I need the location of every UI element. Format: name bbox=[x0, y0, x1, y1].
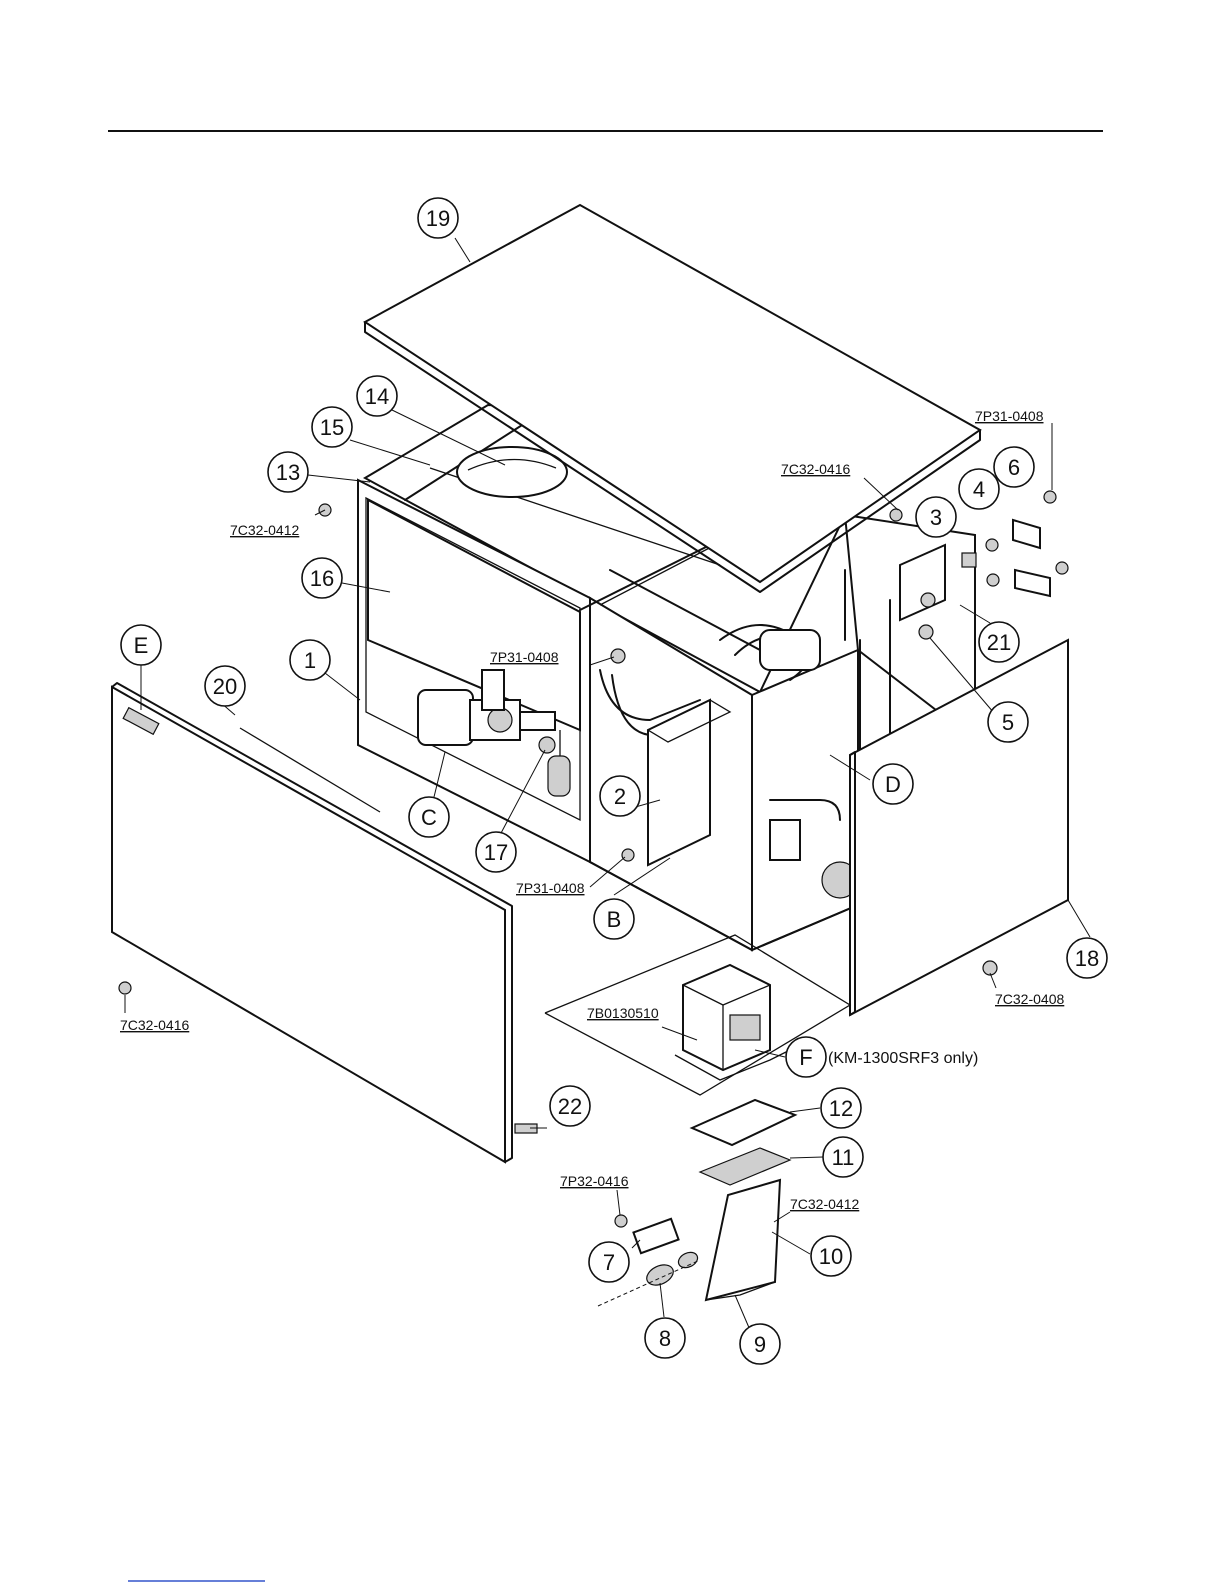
callout-11: 11 bbox=[823, 1137, 863, 1177]
code-7p31-0408-top-right: 7P31-0408 bbox=[975, 408, 1044, 424]
callout-10: 10 bbox=[811, 1236, 851, 1276]
callout-c: C bbox=[409, 797, 449, 837]
callout-17: 17 bbox=[476, 832, 516, 872]
svg-text:17: 17 bbox=[484, 840, 508, 865]
callout-8: 8 bbox=[645, 1318, 685, 1358]
svg-text:11: 11 bbox=[832, 1145, 855, 1170]
code-7b0130510: 7B0130510 bbox=[587, 1005, 659, 1021]
svg-text:18: 18 bbox=[1075, 946, 1099, 971]
svg-text:3: 3 bbox=[930, 505, 942, 530]
callout-f: F bbox=[786, 1037, 826, 1077]
svg-text:16: 16 bbox=[310, 566, 334, 591]
callout-d: D bbox=[873, 764, 913, 804]
callout-14: 14 bbox=[357, 376, 397, 416]
svg-text:9: 9 bbox=[754, 1332, 766, 1357]
code-7c32-0408-right: 7C32-0408 bbox=[995, 991, 1064, 1007]
svg-text:20: 20 bbox=[213, 674, 237, 699]
transformer bbox=[675, 965, 790, 1080]
svg-text:14: 14 bbox=[365, 384, 389, 409]
svg-text:C: C bbox=[421, 805, 437, 830]
svg-text:2: 2 bbox=[614, 784, 626, 809]
code-7c32-0416-left: 7C32-0416 bbox=[120, 1017, 189, 1033]
callout-18: 18 bbox=[1067, 938, 1107, 978]
callout-7: 7 bbox=[589, 1242, 629, 1282]
callout-4: 4 bbox=[959, 469, 999, 509]
callout-b: B bbox=[594, 899, 634, 939]
svg-text:5: 5 bbox=[1002, 710, 1014, 735]
callout-5: 5 bbox=[988, 702, 1028, 742]
control-box bbox=[648, 700, 710, 865]
callout-13: 13 bbox=[268, 452, 308, 492]
callout-16: 16 bbox=[302, 558, 342, 598]
code-7c32-0412-lower: 7C32-0412 bbox=[790, 1196, 859, 1212]
code-7p31-0408-mid: 7P31-0408 bbox=[490, 649, 559, 665]
svg-text:8: 8 bbox=[659, 1326, 671, 1351]
svg-text:10: 10 bbox=[819, 1244, 843, 1269]
callout-9: 9 bbox=[740, 1324, 780, 1364]
svg-text:1: 1 bbox=[304, 648, 316, 673]
f-variant-note: (KM-1300SRF3 only) bbox=[828, 1050, 978, 1067]
callout-1: 1 bbox=[290, 640, 330, 680]
callout-22: 22 bbox=[550, 1086, 590, 1126]
code-7p32-0416: 7P32-0416 bbox=[560, 1173, 629, 1189]
svg-text:6: 6 bbox=[1008, 455, 1020, 480]
switch-assembly bbox=[598, 1100, 795, 1306]
svg-text:F: F bbox=[799, 1045, 812, 1070]
callout-20: 20 bbox=[205, 666, 245, 706]
callout-3: 3 bbox=[916, 497, 956, 537]
callout-e: E bbox=[121, 625, 161, 665]
svg-text:E: E bbox=[134, 633, 149, 658]
svg-text:15: 15 bbox=[320, 415, 344, 440]
svg-text:12: 12 bbox=[829, 1096, 853, 1121]
callout-15: 15 bbox=[312, 407, 352, 447]
callout-12: 12 bbox=[821, 1088, 861, 1128]
code-7p31-0408-lower: 7P31-0408 bbox=[516, 880, 585, 896]
svg-text:7: 7 bbox=[603, 1250, 615, 1275]
callout-21: 21 bbox=[979, 622, 1019, 662]
callout-6: 6 bbox=[994, 447, 1034, 487]
callout-19: 19 bbox=[418, 198, 458, 238]
callout-2: 2 bbox=[600, 776, 640, 816]
code-7c32-0412-left: 7C32-0412 bbox=[230, 522, 299, 538]
svg-text:B: B bbox=[607, 907, 622, 932]
svg-text:4: 4 bbox=[973, 477, 985, 502]
svg-text:22: 22 bbox=[558, 1094, 582, 1119]
code-7c32-0416-top: 7C32-0416 bbox=[781, 461, 850, 477]
svg-text:D: D bbox=[885, 772, 901, 797]
svg-text:21: 21 bbox=[987, 630, 1011, 655]
svg-text:19: 19 bbox=[426, 206, 450, 231]
svg-text:13: 13 bbox=[276, 460, 300, 485]
